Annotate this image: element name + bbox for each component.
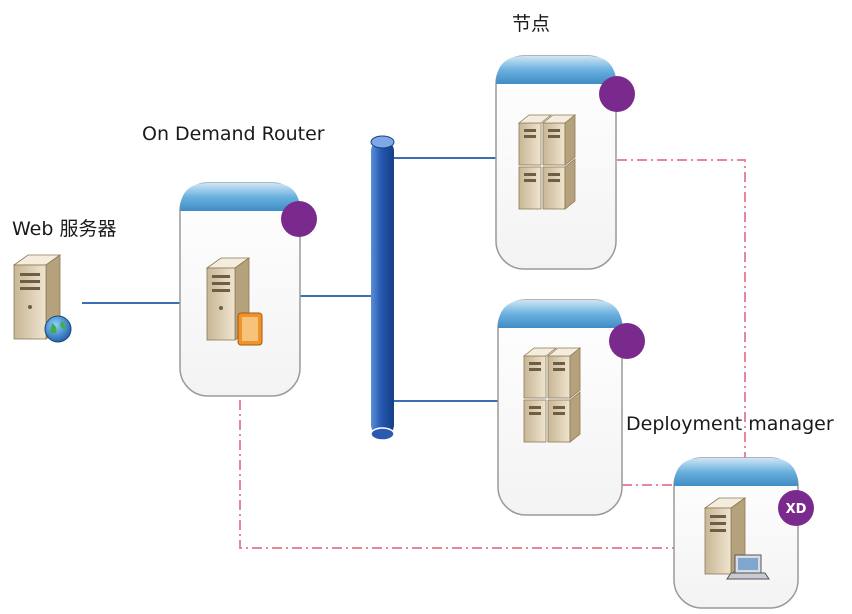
web-server-icon [12, 254, 72, 343]
management-links [239, 159, 746, 549]
odr-label: On Demand Router [142, 123, 325, 145]
dmgr-xd-badge [778, 490, 814, 526]
mgmt-link-odr [239, 400, 680, 549]
node-card-1 [495, 55, 635, 270]
dmgr-xd-badge-text: XD [786, 502, 807, 517]
dmgr-card: XD [673, 457, 814, 609]
node-card-2 [497, 299, 645, 516]
router-module-icon [237, 312, 263, 346]
node1-server-cluster-icon [517, 114, 577, 210]
odr-status-badge [281, 201, 317, 237]
odr-card [179, 182, 317, 397]
web-server-label: Web 服务器 [12, 218, 117, 240]
mgmt-link-node1 [617, 159, 746, 470]
laptop-icon [726, 554, 770, 580]
node2-status-badge [609, 323, 645, 359]
deployment-manager-label: Deployment manager [626, 413, 834, 435]
globe-icon [44, 315, 72, 343]
node-label: 节点 [512, 13, 551, 35]
node1-status-badge [599, 76, 635, 112]
node2-server-cluster-icon [522, 347, 582, 443]
network-bus [370, 135, 395, 441]
